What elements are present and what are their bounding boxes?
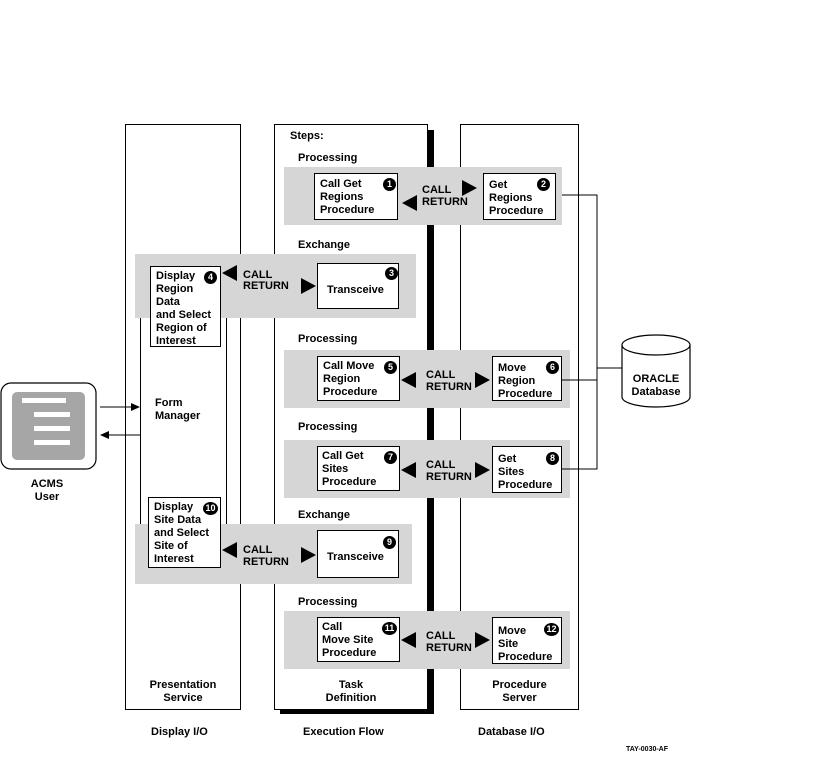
- step-number-2: 2: [537, 178, 550, 191]
- step-number-6: 6: [546, 361, 559, 374]
- box-display-site-data: Display Site Data and Select Site of Int…: [148, 497, 221, 568]
- section-label-exchange-1: Exchange: [298, 239, 350, 251]
- database-label: ORACLE Database: [631, 373, 681, 398]
- box-3-text: Transceive: [327, 284, 384, 296]
- section-label-processing-2: Processing: [298, 333, 358, 345]
- section-label-exchange-2: Exchange: [298, 509, 350, 521]
- return-label-3: RETURN: [426, 381, 472, 393]
- acms-user-label: ACMS User: [30, 478, 64, 503]
- box-call-move-region: Call Move Region Procedure 5: [317, 356, 400, 401]
- box-11-text: Call Move Site Procedure: [322, 621, 377, 659]
- box-6-text: Move Region Procedure: [498, 362, 553, 400]
- presentation-service-label: Presentation Service: [149, 679, 217, 704]
- box-get-sites: Get Sites Procedure 8: [492, 446, 562, 493]
- box-12-text: Move Site Procedure: [498, 625, 553, 663]
- return-label-6: RETURN: [426, 642, 472, 654]
- return-label-1: RETURN: [422, 196, 468, 208]
- step-number-1: 1: [383, 178, 396, 191]
- box-8-text: Get Sites Procedure: [498, 453, 553, 491]
- box-10-text: Display Site Data and Select Site of Int…: [154, 501, 210, 565]
- return-label-4: RETURN: [426, 471, 472, 483]
- step-number-7: 7: [384, 451, 397, 464]
- box-call-get-sites: Call Get Sites Procedure 7: [317, 446, 400, 491]
- box-4-text: Display Region Data and Select Region of…: [156, 270, 212, 347]
- call-label-6: CALL: [426, 630, 456, 642]
- db-connector-line: [562, 194, 598, 470]
- execution-flow-label: Execution Flow: [303, 726, 384, 738]
- box-7-text: Call Get Sites Procedure: [322, 450, 377, 488]
- box-call-move-site: Call Move Site Procedure 11: [317, 617, 400, 662]
- box-move-region: Move Region Procedure 6: [492, 356, 562, 401]
- box-transceive-1: Transceive 3: [317, 263, 399, 309]
- box-1-text: Call Get Regions Procedure: [320, 178, 375, 216]
- section-label-processing-3: Processing: [298, 421, 358, 433]
- display-io-label: Display I/O: [151, 726, 208, 738]
- call-label-4: CALL: [426, 459, 456, 471]
- call-label-5: CALL: [243, 544, 273, 556]
- section-label-processing-4: Processing: [298, 596, 358, 608]
- step-number-9: 9: [383, 536, 396, 549]
- return-label-2: RETURN: [243, 280, 289, 292]
- return-label-5: RETURN: [243, 556, 289, 568]
- database-io-label: Database I/O: [478, 726, 545, 738]
- box-display-region-data: Display Region Data and Select Region of…: [150, 266, 221, 347]
- box-move-site: Move Site Procedure 12: [492, 617, 562, 664]
- box-transceive-2: Transceive 9: [317, 530, 399, 578]
- step-number-10: 10: [203, 502, 218, 515]
- box-2-text: Get Regions Procedure: [489, 179, 544, 217]
- figure-id-label: TAY-0030-AF: [626, 746, 669, 753]
- step-number-8: 8: [546, 452, 559, 465]
- task-definition-label: Task Definition: [325, 679, 377, 704]
- call-return-arrows: [222, 180, 490, 648]
- user-arrows: [100, 403, 140, 439]
- step-number-4: 4: [204, 271, 217, 284]
- call-label-3: CALL: [426, 369, 456, 381]
- database-icon: [621, 334, 691, 408]
- box-get-regions: Get Regions Procedure 2: [483, 173, 556, 220]
- step-number-3: 3: [385, 267, 398, 280]
- step-number-5: 5: [384, 361, 397, 374]
- section-label-processing-1: Processing: [298, 152, 358, 164]
- procedure-server-label: Procedure Server: [492, 679, 547, 704]
- form-manager-label: Form Manager: [155, 397, 201, 422]
- box-9-text: Transceive: [327, 551, 384, 563]
- call-label-1: CALL: [422, 184, 452, 196]
- terminal-icon: [0, 382, 97, 470]
- box-5-text: Call Move Region Procedure: [323, 360, 378, 398]
- call-label-2: CALL: [243, 269, 273, 281]
- step-number-12: 12: [544, 623, 559, 636]
- steps-label: Steps:: [290, 130, 324, 142]
- box-call-get-regions: Call Get Regions Procedure 1: [314, 173, 398, 220]
- step-number-11: 11: [382, 622, 397, 635]
